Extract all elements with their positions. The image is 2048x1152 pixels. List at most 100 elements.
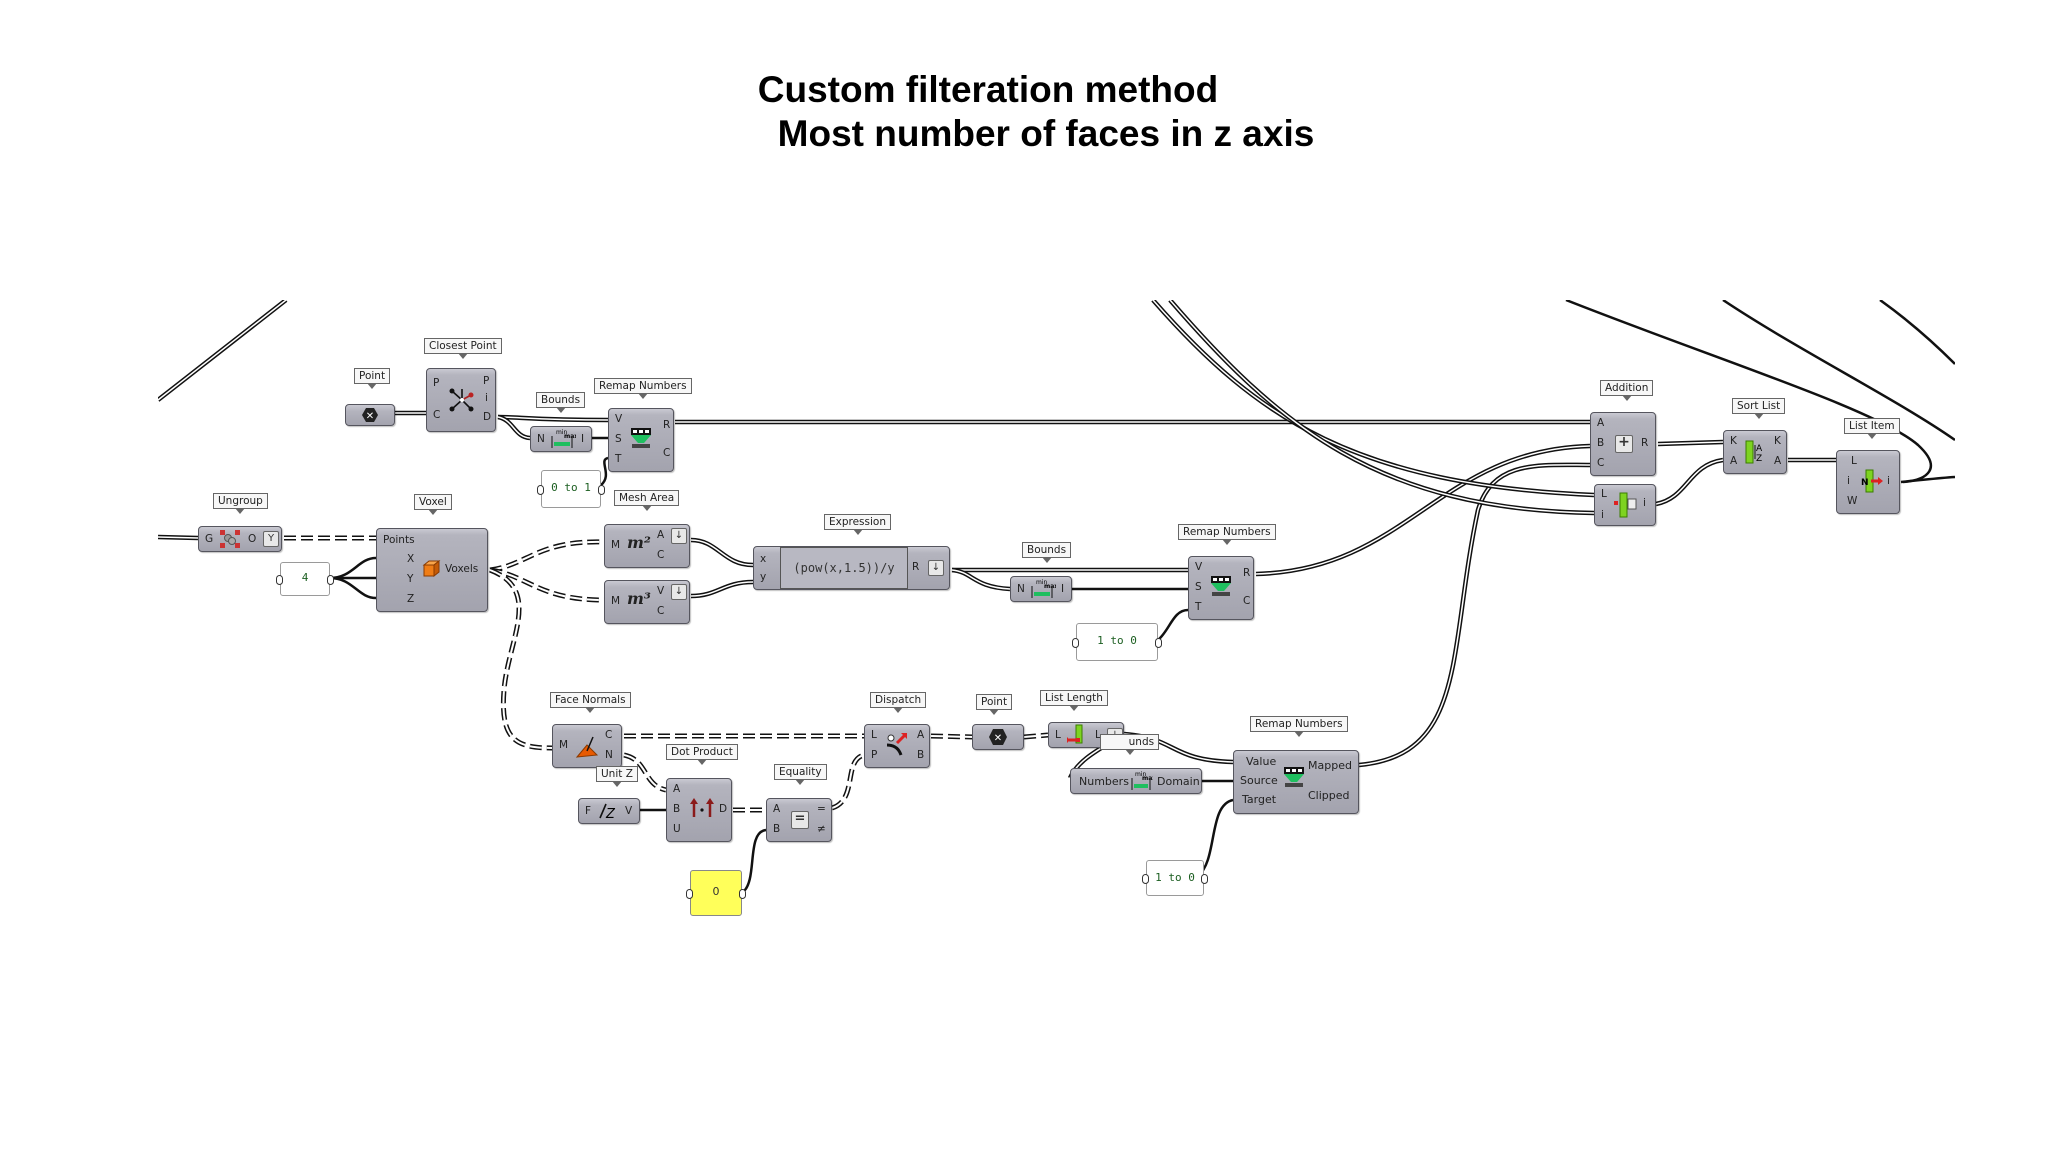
unit-z-component[interactable]: F V Z xyxy=(578,798,640,824)
port-in-a[interactable]: A xyxy=(773,803,781,815)
flatten-icon[interactable]: ↓ xyxy=(928,560,944,576)
remap-numbers-component-3[interactable]: Value Source Target Mapped Clipped xyxy=(1233,750,1359,814)
closest-point-component[interactable]: P C P i D xyxy=(426,368,496,432)
bounds-component-1[interactable]: N I minmax xyxy=(530,426,592,452)
port-in-s[interactable]: S xyxy=(615,433,622,445)
port-out-n[interactable]: N xyxy=(605,749,613,761)
port-in-b[interactable]: B xyxy=(1597,437,1605,449)
ungroup-component[interactable]: G O Y xyxy=(198,526,282,552)
dot-product-component[interactable]: A B U D xyxy=(666,778,732,842)
flatten-icon[interactable]: ↓ xyxy=(671,584,687,600)
port-in-s[interactable]: S xyxy=(1195,581,1202,593)
port-in-b[interactable]: B xyxy=(773,823,781,835)
port-out-voxels[interactable]: Voxels xyxy=(445,563,479,575)
port-in-points[interactable]: Points xyxy=(383,534,415,546)
addition-component[interactable]: A B C R + xyxy=(1590,412,1656,476)
port-in-m[interactable]: M xyxy=(559,739,569,751)
output-grip[interactable] xyxy=(598,485,605,495)
output-grip[interactable] xyxy=(1155,638,1162,648)
port-in-i[interactable]: i xyxy=(1601,509,1604,521)
port-out-p[interactable]: P xyxy=(483,375,490,387)
equality-component[interactable]: A B = ≠ = xyxy=(766,798,832,842)
port-out-l[interactable]: L xyxy=(1095,729,1101,741)
port-in-p[interactable]: P xyxy=(433,377,440,389)
port-out-clipped[interactable]: Clipped xyxy=(1308,789,1350,802)
port-in-a[interactable]: A xyxy=(1597,417,1605,429)
panel-1-to-0-b[interactable]: 1 to 0 xyxy=(1142,860,1208,896)
point-param-1[interactable]: ✕ xyxy=(345,404,395,426)
output-grip[interactable] xyxy=(327,575,334,585)
port-out-domain[interactable]: Domain xyxy=(1157,775,1200,788)
mesh-volume-component[interactable]: M m³ V C ↓ xyxy=(604,580,690,624)
port-in-c[interactable]: C xyxy=(1597,457,1605,469)
port-out-v[interactable]: V xyxy=(657,585,665,597)
port-in-l[interactable]: L xyxy=(1055,729,1061,741)
expression-component[interactable]: x y (pow(x,1.5))/y R ↓ xyxy=(753,546,950,590)
port-in-a[interactable]: A xyxy=(1730,455,1738,467)
port-in-a[interactable]: A xyxy=(673,783,681,795)
port-in-l[interactable]: L xyxy=(1601,488,1607,500)
port-out-b[interactable]: B xyxy=(917,749,925,761)
port-out-r[interactable]: R xyxy=(1243,567,1251,579)
port-in-t[interactable]: T xyxy=(615,453,622,465)
port-out-c[interactable]: C xyxy=(657,549,665,561)
port-in-w[interactable]: W xyxy=(1847,495,1858,507)
port-out-c[interactable]: C xyxy=(1243,595,1251,607)
port-out-i[interactable]: i xyxy=(1887,475,1890,487)
bounds-component-3[interactable]: Numbers minmax Domain xyxy=(1070,768,1202,794)
port-out-a[interactable]: A xyxy=(917,729,925,741)
port-in-l[interactable]: L xyxy=(1851,455,1857,467)
input-grip[interactable] xyxy=(1072,638,1079,648)
panel-zero[interactable]: 0 xyxy=(686,870,746,916)
input-grip[interactable] xyxy=(276,575,283,585)
port-in-numbers[interactable]: Numbers xyxy=(1079,775,1129,788)
port-out-i[interactable]: I xyxy=(581,433,585,445)
port-in-y[interactable]: Y xyxy=(407,573,414,585)
port-out-d[interactable]: D xyxy=(719,803,728,815)
port-in-l[interactable]: L xyxy=(871,729,877,741)
port-out-o[interactable]: O xyxy=(248,533,257,545)
port-out-c[interactable]: C xyxy=(605,729,613,741)
remap-numbers-component-2[interactable]: V S T R C xyxy=(1188,556,1254,620)
port-in-p[interactable]: P xyxy=(871,749,878,761)
port-in-k[interactable]: K xyxy=(1730,435,1737,447)
point-param-2[interactable]: ✕ xyxy=(972,724,1024,750)
flatten-icon[interactable]: ↓ xyxy=(671,528,687,544)
expression-formula[interactable]: (pow(x,1.5))/y xyxy=(780,547,908,589)
port-in-i[interactable]: i xyxy=(1847,475,1850,487)
port-in-n[interactable]: N xyxy=(1017,583,1025,595)
port-in-u[interactable]: U xyxy=(673,823,681,835)
port-out-equal[interactable]: = xyxy=(817,803,826,815)
port-in-g[interactable]: G xyxy=(205,533,214,545)
face-normals-component[interactable]: M C N xyxy=(552,724,622,768)
list-index-component[interactable]: L i i xyxy=(1594,484,1656,526)
voxel-component[interactable]: Points X Y Z Voxels xyxy=(376,528,488,612)
port-in-x[interactable]: X xyxy=(407,553,415,565)
output-grip[interactable] xyxy=(739,889,746,899)
port-in-source[interactable]: Source xyxy=(1240,774,1278,787)
port-in-f[interactable]: F xyxy=(585,805,592,817)
port-in-value[interactable]: Value xyxy=(1246,755,1277,768)
panel-1-to-0-a[interactable]: 1 to 0 xyxy=(1072,623,1162,661)
port-out-v[interactable]: V xyxy=(625,805,633,817)
port-out-i[interactable]: I xyxy=(1061,583,1065,595)
bounds-component-2[interactable]: N I minmax xyxy=(1010,576,1072,602)
port-out-i[interactable]: i xyxy=(1643,497,1646,509)
number-slider-4[interactable]: 4 xyxy=(276,562,334,596)
port-in-z[interactable]: Z xyxy=(407,593,415,605)
port-out-c[interactable]: C xyxy=(663,447,671,459)
port-out-c[interactable]: C xyxy=(657,605,665,617)
port-in-v[interactable]: V xyxy=(615,413,623,425)
port-in-b[interactable]: B xyxy=(673,803,681,815)
port-in-x[interactable]: x xyxy=(760,553,767,565)
port-out-mapped[interactable]: Mapped xyxy=(1308,759,1352,772)
port-in-target[interactable]: Target xyxy=(1242,793,1277,806)
mesh-area-component[interactable]: M m² A C ↓ xyxy=(604,524,690,568)
input-grip[interactable] xyxy=(686,889,693,899)
port-out-d[interactable]: D xyxy=(483,411,492,423)
port-out-a[interactable]: A xyxy=(657,529,665,541)
port-in-c[interactable]: C xyxy=(433,409,441,421)
port-out-i[interactable]: i xyxy=(485,392,488,404)
port-out-r[interactable]: R xyxy=(912,561,920,573)
port-in-v[interactable]: V xyxy=(1195,561,1203,573)
